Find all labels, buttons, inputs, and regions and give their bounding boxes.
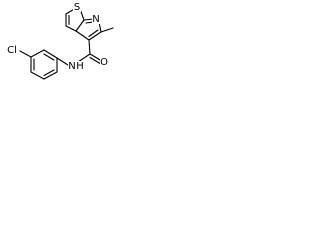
imidazole-ring xyxy=(75,18,102,41)
bond-c2-c3i-double xyxy=(88,29,99,38)
phenyl-bond-2 xyxy=(30,49,45,58)
bond-carbonyl-amide-n xyxy=(77,53,91,63)
phenyl-bond-4 xyxy=(30,71,45,80)
amide-nitrogen-label: N xyxy=(68,61,75,72)
bond-phenyl-chlorine xyxy=(19,50,32,58)
phenyl-bond-5 xyxy=(43,71,58,80)
bond-c7a-n1-double xyxy=(85,21,94,24)
bond-carbonyl-oxygen-double xyxy=(89,56,101,65)
bond-c7a-n1 xyxy=(83,18,94,21)
phenyl-ring xyxy=(30,49,58,80)
bond-c3i-carbonyl xyxy=(88,39,91,55)
ring-nitrogen-label: N xyxy=(92,14,99,25)
amide-hydrogen-label: H xyxy=(76,61,84,72)
chlorine-label: Cl xyxy=(7,45,17,56)
bond-c2-c3i xyxy=(88,31,102,41)
carboxamide-group xyxy=(77,39,103,65)
bond-amide-n-phenyl xyxy=(56,57,69,66)
oxygen-label: O xyxy=(100,57,108,68)
bond-c3i-n4 xyxy=(75,30,90,41)
sulfur-label: S xyxy=(74,2,80,13)
thiazole-ring xyxy=(65,7,85,32)
bond-c3-n4 xyxy=(65,25,77,32)
phenyl-bond-1 xyxy=(43,49,58,59)
chemical-structure-diagram: S N O N H Cl xyxy=(4,2,114,80)
phenyl-bond-1-double xyxy=(43,53,55,61)
methyl-bond xyxy=(100,27,114,33)
bond-n4-c7a xyxy=(75,19,85,32)
phenyl-bond-5-double xyxy=(43,69,55,77)
